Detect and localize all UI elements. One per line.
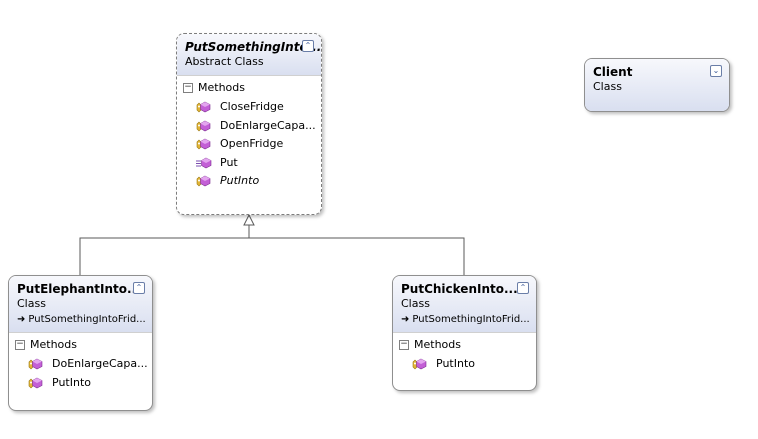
class-header: PutChickenInto... Class ➜PutSomethingInt… — [393, 276, 536, 332]
method-item[interactable]: DoEnlargeCapa... — [195, 117, 321, 136]
base-class-name: PutSomethingIntoFrid... — [28, 314, 146, 325]
methods-title: Methods — [198, 81, 245, 94]
method-item[interactable]: CloseFridge — [195, 98, 321, 117]
method-item[interactable]: PutInto — [27, 374, 152, 393]
class-header: Client Class ⌄ — [585, 59, 729, 111]
inheritance-arrow-icon: ➜ — [401, 314, 410, 325]
methods-title: Methods — [414, 338, 461, 351]
method-item[interactable]: OpenFridge — [195, 135, 321, 154]
collapse-toggle-icon[interactable]: ⌃ — [133, 282, 145, 294]
class-stereotype: Class — [593, 80, 622, 93]
collapse-compartment-icon[interactable]: − — [399, 339, 409, 350]
class-shape-putelephantinto[interactable]: PutElephantInto... Class ➜PutSomethingIn… — [8, 275, 153, 411]
methods-title: Methods — [30, 338, 77, 351]
class-stereotype: Class — [401, 297, 430, 310]
protected-method-icon — [27, 358, 45, 370]
methods-compartment: − Methods DoEnlargeCapa... PutInto — [9, 332, 152, 396]
class-header: PutSomethingInto... Abstract Class ⌃ — [177, 34, 321, 75]
collapse-toggle-icon[interactable]: ⌃ — [302, 40, 314, 52]
method-item[interactable]: PutInto — [411, 355, 536, 374]
class-name: PutElephantInto... — [17, 282, 141, 296]
method-label: CloseFridge — [220, 100, 284, 113]
collapse-toggle-icon[interactable]: ⌃ — [517, 282, 529, 294]
method-label: PutInto — [220, 174, 260, 187]
protected-method-icon — [195, 101, 213, 113]
methods-header[interactable]: − Methods — [399, 337, 536, 353]
protected-method-icon — [195, 120, 213, 132]
protected-method-icon — [195, 138, 213, 150]
class-shape-putchickeninto[interactable]: PutChickenInto... Class ➜PutSomethingInt… — [392, 275, 537, 391]
class-header: PutElephantInto... Class ➜PutSomethingIn… — [9, 276, 152, 332]
class-name: PutSomethingInto... — [185, 40, 322, 54]
method-item[interactable]: DoEnlargeCapa... — [27, 355, 152, 374]
inheritance-arrow-icon: ➜ — [17, 314, 26, 325]
protected-method-icon — [411, 358, 429, 370]
method-label: OpenFridge — [220, 137, 284, 150]
class-name: PutChickenInto... — [401, 282, 518, 296]
method-label: PutInto — [52, 375, 91, 389]
inheritance-arrowhead-icon — [243, 213, 255, 226]
class-shape-putsomethinginto[interactable]: PutSomethingInto... Abstract Class ⌃ − M… — [176, 33, 322, 215]
method-item[interactable]: Put — [195, 154, 321, 173]
base-class-name: PutSomethingIntoFrid... — [412, 314, 530, 325]
class-stereotype: Class — [17, 297, 46, 310]
base-class-reference: ➜PutSomethingIntoFrid... — [17, 313, 146, 326]
method-item[interactable]: PutInto — [195, 172, 321, 191]
method-label: PutInto — [436, 357, 475, 370]
method-label: DoEnlargeCapa... — [52, 357, 148, 370]
collapse-compartment-icon[interactable]: − — [15, 339, 25, 350]
protected-method-icon — [195, 175, 213, 187]
class-stereotype: Abstract Class — [185, 55, 264, 68]
method-label: Put — [220, 155, 238, 169]
methods-compartment: − Methods CloseFridge DoEnlargeCapa... O… — [177, 75, 321, 195]
protected-method-icon — [27, 377, 45, 389]
methods-compartment: − Methods PutInto — [393, 332, 536, 378]
method-label: DoEnlargeCapa... — [220, 118, 316, 132]
public-method-icon — [195, 157, 213, 169]
methods-header[interactable]: − Methods — [15, 337, 152, 353]
expand-toggle-icon[interactable]: ⌄ — [710, 65, 722, 77]
collapse-compartment-icon[interactable]: − — [183, 82, 193, 93]
base-class-reference: ➜PutSomethingIntoFrid... — [401, 313, 530, 326]
methods-header[interactable]: − Methods — [183, 80, 321, 96]
class-name: Client — [593, 65, 633, 79]
class-shape-client[interactable]: Client Class ⌄ — [584, 58, 730, 112]
inheritance-line — [79, 237, 465, 275]
